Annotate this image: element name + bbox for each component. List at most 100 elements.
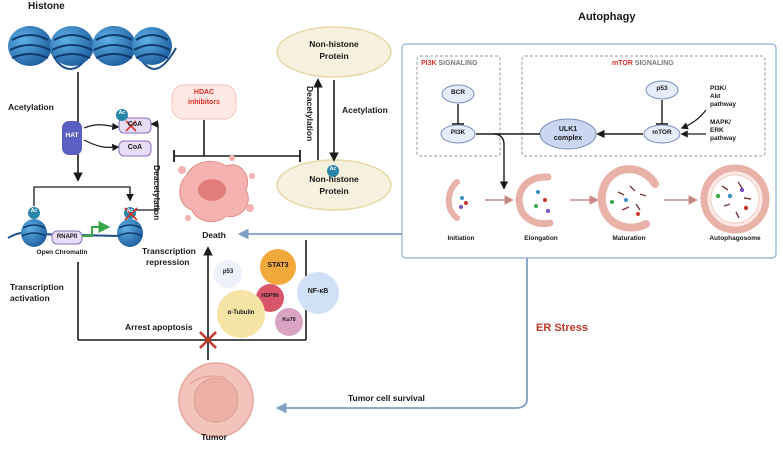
hat-label: HAT <box>65 132 79 139</box>
stage-elongation: Elongation <box>524 235 558 242</box>
histone-strand <box>8 26 177 70</box>
nucleosome-icon <box>132 27 172 65</box>
non-histone-top <box>276 26 392 78</box>
hat-coa-arrow <box>83 122 120 131</box>
rnapii-label: RNAPII <box>56 234 78 240</box>
tumor-cell-survival-label: Tumor cell survival <box>348 393 425 403</box>
hat-enzyme <box>62 121 82 155</box>
ulk1-node <box>539 118 597 150</box>
er-stress-label: ER Stress <box>536 322 588 334</box>
stat3-label: STAT3 <box>267 262 289 269</box>
akt-mtor-arrow <box>680 109 707 130</box>
nfkb-label: NF-κB <box>307 288 329 295</box>
ac-badge-icon <box>116 109 128 121</box>
hdac-inhibitors-l1: HDAC <box>193 89 215 96</box>
maturation-icon <box>597 165 659 232</box>
non-histone-bottom-l2: Protein <box>319 186 349 196</box>
block-cross-icon <box>199 331 217 349</box>
nucleosome-icon <box>117 219 143 247</box>
acetylation-label: Acetylation <box>8 102 54 112</box>
pi3k-heading-rest: SIGNALING <box>436 60 478 67</box>
pi3k-akt-l2: Akt <box>710 93 721 100</box>
p53-label: p53 <box>222 269 234 275</box>
deacetylation-arrow <box>135 120 159 211</box>
ac-label: Ac <box>329 166 337 172</box>
mtor-heading-accent: mTOR <box>612 60 633 67</box>
pi3k-akt-l1: PI3K/ <box>710 85 727 92</box>
autophagy-panel <box>401 43 777 259</box>
tubulin-node <box>217 290 265 338</box>
pi3k-heading-accent: PI3K <box>421 60 437 67</box>
ulk1-label-l2: complex <box>553 135 583 142</box>
deacetylation-label-nonhistone: Deacetylation <box>305 86 315 142</box>
nucleosome-icon <box>92 26 136 66</box>
p53-node <box>214 260 242 288</box>
mapk-erk-l2: ERK <box>710 127 724 134</box>
mtor-label: mTOR <box>652 129 672 136</box>
mtor-signaling-heading: mTOR SIGNALING <box>612 60 674 67</box>
p53-autophagy-label: p53 <box>656 85 668 92</box>
deacetylation-label-histone: Deacetylation <box>152 165 162 221</box>
transcription-activation-l1: Transcription <box>10 282 64 292</box>
tumor-label: Tumor <box>201 432 227 442</box>
p53-node-autophagy <box>645 80 679 100</box>
open-chromatin <box>7 207 143 247</box>
pi3k-label: PI3K <box>450 129 466 136</box>
ulk1-label-l1: ULK1 <box>558 126 578 133</box>
hsp90-label: HSP90 <box>261 293 279 299</box>
coa-label-bottom: CoA <box>127 144 143 151</box>
death-cell-icon <box>178 155 255 223</box>
transcription-start-arrow <box>82 221 111 237</box>
stage-autophagosome: Autophagosome <box>709 235 761 242</box>
non-histone-bottom-l1: Non-histone <box>309 174 359 184</box>
hdac-inhibitors-l2: inhibitors <box>188 99 220 106</box>
mtor-heading-rest: SIGNALING <box>632 60 674 67</box>
ac-label: Ac <box>126 208 134 214</box>
nfkb-node <box>297 272 339 314</box>
coa-box <box>118 140 152 157</box>
nucleosome-icon <box>50 26 94 66</box>
coa-label-top: CoA <box>127 121 143 128</box>
open-chromatin-label: Open Chromatin <box>36 249 88 256</box>
mapk-erk-l3: pathway <box>710 135 737 142</box>
elongation-icon <box>515 173 554 228</box>
initiation-icon <box>445 179 468 221</box>
ac-label: Ac <box>30 208 38 214</box>
rnapii-box <box>51 230 83 245</box>
stage-maturation: Maturation <box>612 235 646 242</box>
death-label: Death <box>202 230 226 240</box>
nucleosome-icon <box>8 26 52 66</box>
autophagosome-icon <box>700 164 770 234</box>
nucleosome-icon <box>21 219 47 247</box>
transcription-repression-l2: repression <box>146 257 190 267</box>
autophagy-title: Autophagy <box>578 11 636 23</box>
mapk-erk-l1: MAPK/ <box>710 119 731 126</box>
histone-title: Histone <box>28 1 65 12</box>
ac-badge-icon <box>327 165 339 177</box>
coa-release-arrow <box>83 139 120 152</box>
ac-label: Ac <box>118 110 126 116</box>
transcription-activation-l2: activation <box>10 293 50 303</box>
pi3k-node <box>440 124 476 144</box>
non-histone-top-l2: Protein <box>319 51 349 61</box>
cross-icon <box>125 120 137 132</box>
survival-arrow <box>275 258 528 414</box>
non-histone-top-l1: Non-histone <box>309 39 359 49</box>
ac-badge-icon <box>28 207 40 219</box>
bcr-label: BCR <box>450 89 466 96</box>
mtor-node <box>643 124 681 144</box>
pi3k-akt-l3: pathway <box>710 101 737 108</box>
ku70-label: Ku70 <box>282 317 296 323</box>
chromatin-loop-arrow <box>33 186 134 206</box>
tumor-icon <box>178 362 254 438</box>
acetylation-label-nonhistone: Acetylation <box>342 105 388 115</box>
hdac-inhibitors-box <box>171 84 237 120</box>
ku70-node <box>275 308 303 336</box>
arrest-apoptosis-label: Arrest apoptosis <box>125 322 193 332</box>
bcr-node <box>441 84 475 104</box>
stage-initiation: Initiation <box>447 235 475 242</box>
pi3k-signaling-heading: PI3K SIGNALING <box>421 60 477 67</box>
tubulin-label: α-Tubulin <box>227 310 255 316</box>
